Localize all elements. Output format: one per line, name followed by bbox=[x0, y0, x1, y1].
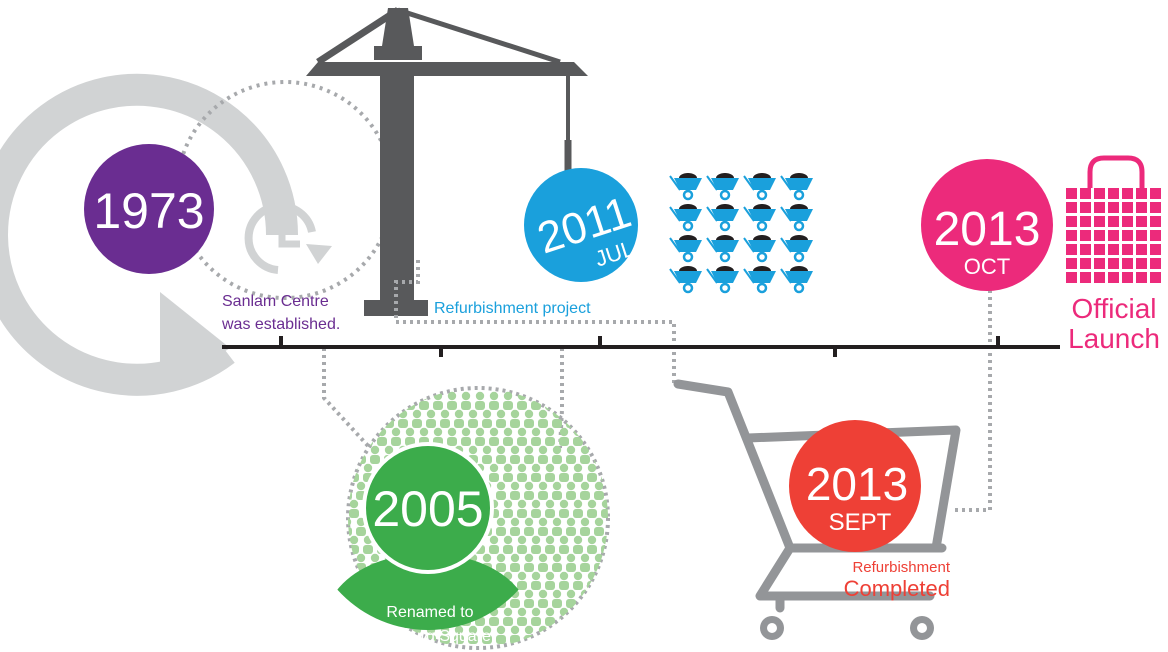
clock-icon bbox=[244, 202, 332, 274]
milestone-2013-oct-caption-line1: Official bbox=[1071, 293, 1156, 324]
milestone-2013-sept-circle bbox=[789, 420, 921, 552]
wheelbarrow-grid bbox=[669, 173, 813, 294]
milestone-2013-sept-caption-line2: Completed bbox=[844, 576, 950, 601]
wheelbarrow-icon bbox=[743, 235, 776, 263]
milestone-2013-oct-month: OCT bbox=[964, 254, 1010, 279]
wheelbarrow-icon bbox=[706, 266, 739, 294]
crane-icon bbox=[306, 7, 592, 316]
milestone-2013-oct-year: 2013 bbox=[934, 203, 1041, 256]
milestone-2011-caption: Refurbishment project bbox=[434, 300, 591, 317]
milestone-2013-oct-caption-line2: Launch bbox=[1068, 323, 1160, 354]
wheelbarrow-icon bbox=[706, 173, 739, 201]
wheelbarrow-icon bbox=[669, 204, 702, 232]
wheelbarrow-icon bbox=[743, 266, 776, 294]
timeline-axis bbox=[222, 336, 1060, 357]
milestone-2013-sept-caption-line1: Refurbishment bbox=[852, 559, 950, 576]
wheelbarrow-icon bbox=[743, 173, 776, 201]
cart-wheel-right-hub bbox=[917, 623, 927, 633]
milestone-2005-caption-line2: Randburg Square. bbox=[365, 628, 496, 645]
milestone-2005-year: 2005 bbox=[372, 481, 483, 537]
cart-wheel-left-hub bbox=[767, 623, 777, 633]
milestone-1973-year: 1973 bbox=[93, 183, 204, 239]
wheelbarrow-icon bbox=[743, 204, 776, 232]
wheelbarrow-icon bbox=[669, 173, 702, 201]
wheelbarrow-icon bbox=[706, 204, 739, 232]
milestone-2013-sept-year: 2013 bbox=[806, 458, 908, 510]
wheelbarrow-icon bbox=[780, 235, 813, 263]
dotted-connectors bbox=[322, 260, 992, 512]
milestone-2013-oct-circle bbox=[921, 159, 1053, 291]
circular-arrow-icon bbox=[0, 73, 298, 396]
wheelbarrow-icon bbox=[780, 204, 813, 232]
wheelbarrow-icon bbox=[669, 235, 702, 263]
milestone-1973-circle bbox=[84, 144, 214, 274]
milestone-2005-circle bbox=[362, 442, 494, 574]
wheelbarrow-icon bbox=[669, 266, 702, 294]
milestone-2005-caption-line1: Renamed to bbox=[386, 604, 473, 621]
wheelbarrow-icon bbox=[780, 173, 813, 201]
wheelbarrow-icon bbox=[780, 266, 813, 294]
wheelbarrow-icon bbox=[706, 235, 739, 263]
milestone-1973-caption-line2: was established. bbox=[221, 316, 340, 333]
milestone-2013-sept-month: SEPT bbox=[829, 509, 892, 536]
milestone-2011-circle bbox=[524, 168, 638, 282]
shopping-bag-icon bbox=[1066, 155, 1161, 283]
milestone-1973-caption-line1: Sanlam Centre bbox=[222, 293, 329, 310]
